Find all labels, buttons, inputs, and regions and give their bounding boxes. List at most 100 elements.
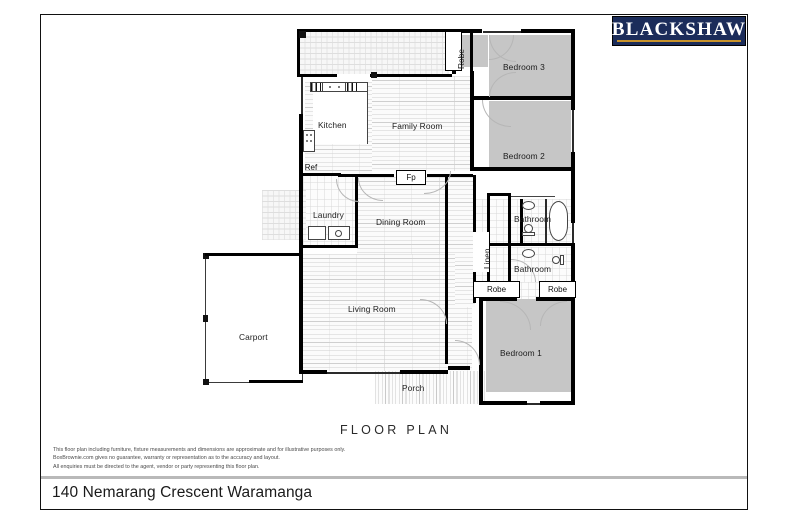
label-family-room: Family Room [392,121,443,131]
label-bathroom-upper: Bathroom [514,214,552,224]
robe-mid-box: Robe [473,281,520,298]
carport-post-tl [203,253,209,259]
stove-burner-4 [310,140,313,143]
wall-top-bed3a [452,29,482,33]
wall-bath-tub-divider [545,199,547,243]
wall-linen-top [487,193,511,196]
stove-burner-2 [310,134,313,137]
window-bed3-top [483,31,521,33]
wall-living-bottom-b [400,370,448,374]
window-living-bottom [327,372,400,374]
label-linen: Linen [482,248,492,270]
property-address: 140 Nemarang Crescent Waramanga [52,484,313,501]
wall-dining-top-a [338,174,394,177]
bathroom-lower-toilet-cistern [560,255,564,265]
stove-burner-1 [306,134,309,137]
label-robe-mid: Robe [486,285,507,294]
logo-accent-rule [617,39,741,42]
disclaimer-text: This floor plan including furniture, fix… [53,446,473,471]
label-bedroom-2: Bedroom 2 [503,151,545,161]
window-bed1-bottom [527,403,540,405]
carport-beam-bottom [249,380,303,383]
wall-bed1-right [571,299,575,403]
room-carport [205,255,303,383]
wall-left-upper [297,29,300,77]
terrace-paving [299,31,449,74]
wall-bed1-top-a [479,297,517,301]
bathroom-upper-basin [522,201,535,210]
kitchen-stove [303,130,315,152]
laundry-tub [308,226,326,240]
kitchen-sink-tap-b [338,86,340,88]
wall-bed3-bed2 [474,96,575,100]
wall-node-terrace-left [299,31,306,38]
wall-left-mid [299,114,303,176]
wall-left-laundry [299,176,303,248]
window-right-bed2 [572,110,574,152]
kitchen-sink-tap-a [329,86,331,88]
kitchen-sink [322,82,346,92]
wall-bed1-left [479,297,483,343]
corridor-floor [455,177,475,307]
bathroom-lower-basin [522,249,535,258]
label-bedroom-3: Bedroom 3 [503,62,545,72]
wall-right-bed2b [571,152,575,170]
wall-dining-left [355,176,358,248]
wall-kitchen-bottom [303,173,341,176]
kitchen-cooktop-left [311,83,321,91]
logo-text: BLACKSHAW [611,19,747,40]
wall-dining-right [445,177,448,364]
robe-top-interior [460,35,488,67]
wall-bed2-bottom [470,167,575,171]
label-robe-right: Robe [547,285,568,294]
kitchen-island-bench [313,92,368,144]
robe-top-box: Robe [445,31,466,71]
fireplace-box: Fp [396,170,426,185]
wall-bath-divider [492,243,575,246]
wall-node-terrace [371,72,377,78]
label-laundry: Laundry [313,210,344,220]
label-dining-room: Dining Room [376,217,426,227]
wall-linen-right [508,193,511,281]
wall-top-terrace [297,29,452,32]
wall-living-bottom-a [299,370,327,374]
disclaimer-line-2: BoxBrownie.com gives no guarantee, warra… [53,455,280,462]
laundry-washer-drum [335,230,342,237]
label-robe-top: Robe [456,48,466,69]
wall-bed1-top-b [536,297,575,301]
room-porch [375,371,485,404]
floor-plan-title: FLOOR PLAN [340,423,453,437]
carport-beam-top [205,253,303,256]
room-family-room [372,76,472,171]
wall-porch-right [479,340,483,404]
label-fireplace: Fp [406,173,416,182]
label-living-room: Living Room [348,304,396,314]
kitchen-cooktop-right [347,83,357,91]
linen-box: Linen [473,232,492,272]
disclaimer-line-3: All enquiries must be directed to the ag… [53,463,260,470]
wall-left-living [299,248,303,374]
wall-terrace-bottom-b [370,74,452,77]
label-carport: Carport [239,332,268,342]
blackshaw-logo: BLACKSHAW [612,16,746,46]
wall-right-bed3 [571,29,575,98]
disclaimer-line-1: This floor plan including furniture, fix… [53,447,346,453]
wall-porch-bottom [479,401,527,405]
door-arc-bedroom2 [482,100,511,127]
carport-approach-paving [262,190,306,240]
linen-shelf-upper [511,196,555,197]
wall-family-right [470,71,474,171]
wall-top-bed3b [521,29,575,33]
bathroom-lower-toilet-bowl [552,256,560,264]
bathroom-upper-toilet-cistern [522,232,535,236]
wall-laundry-bottom [301,245,357,248]
label-porch: Porch [402,383,425,393]
stove-burner-3 [306,140,309,143]
label-bedroom-1: Bedroom 1 [500,348,542,358]
wall-bath-vert [520,199,523,244]
label-kitchen: Kitchen [318,120,347,130]
bathroom-bathtub [549,201,568,241]
wall-right-bed2a [571,96,575,110]
wall-bath-right-lower [571,245,575,283]
